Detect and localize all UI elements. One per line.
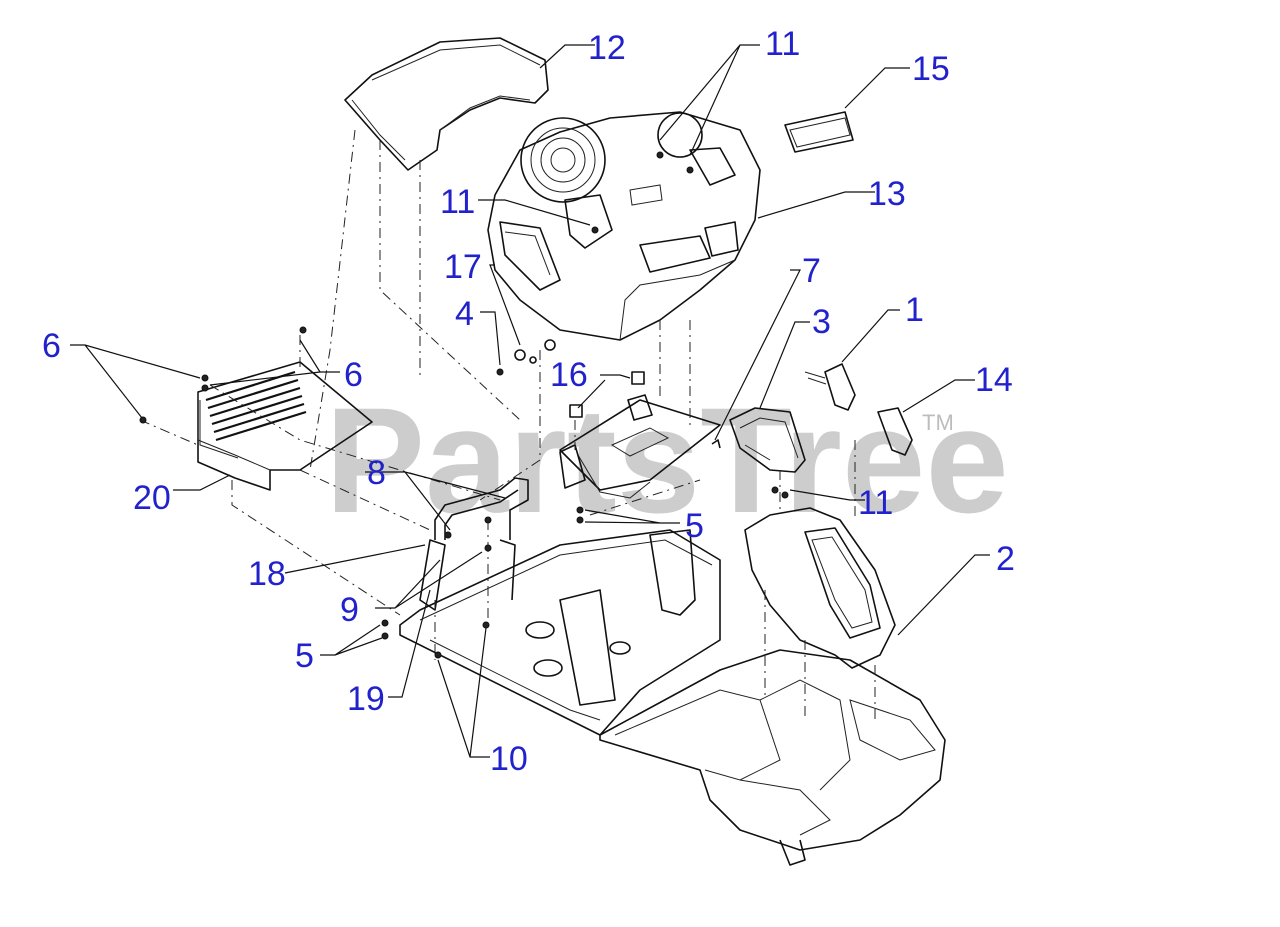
callout-4: 4: [455, 295, 474, 333]
frame-and-footrest: [399, 529, 946, 866]
part-12-dash-cover: [344, 37, 549, 171]
part-13-hood: [487, 111, 761, 341]
callout-15: 15: [912, 50, 950, 88]
leader-lines: [70, 44, 990, 758]
callout-18: 18: [248, 555, 286, 593]
callout-17: 17: [444, 248, 482, 286]
part-16-plate: [559, 371, 721, 499]
callout-5b: 5: [295, 637, 314, 675]
watermark-trademark: TM: [922, 410, 954, 435]
callout-11b: 11: [440, 183, 475, 221]
callout-1: 1: [905, 291, 924, 329]
callout-8: 8: [367, 454, 386, 492]
callout-12: 12: [588, 29, 626, 67]
assembly-dashed-lines: [139, 129, 876, 720]
hardware-fasteners: [139, 151, 789, 659]
callout-7: 7: [802, 252, 821, 290]
callout-3: 3: [812, 303, 831, 341]
part-3-bracket: [729, 407, 806, 473]
part-14-cover: [877, 407, 913, 456]
callout-6a: 6: [42, 327, 61, 365]
part-1-switch: [804, 363, 856, 411]
callout-5a: 5: [685, 507, 704, 545]
part-20-rear-cover: [197, 361, 373, 491]
callout-6b: 6: [344, 356, 363, 394]
callout-labels: 1 2 3 4 5 5 6 6 7 8 9 10 11 11 11 12 13 …: [42, 25, 1015, 778]
callout-9: 9: [340, 591, 359, 629]
callout-2: 2: [996, 540, 1015, 578]
callout-14: 14: [975, 361, 1013, 399]
callout-16: 16: [550, 356, 588, 394]
part-7-pin: [711, 439, 721, 449]
callout-11a: 11: [765, 25, 800, 63]
callout-19: 19: [347, 680, 385, 718]
callout-20: 20: [133, 479, 171, 517]
callout-11c: 11: [858, 484, 893, 522]
part-15-handle: [784, 111, 854, 153]
callout-10: 10: [490, 740, 528, 778]
watermark: PartsTree TM: [325, 376, 1009, 544]
watermark-text: PartsTree: [325, 376, 1009, 544]
part-18-rollbar: [419, 477, 529, 611]
part-2-tank: [744, 507, 896, 669]
callout-13: 13: [868, 175, 906, 213]
